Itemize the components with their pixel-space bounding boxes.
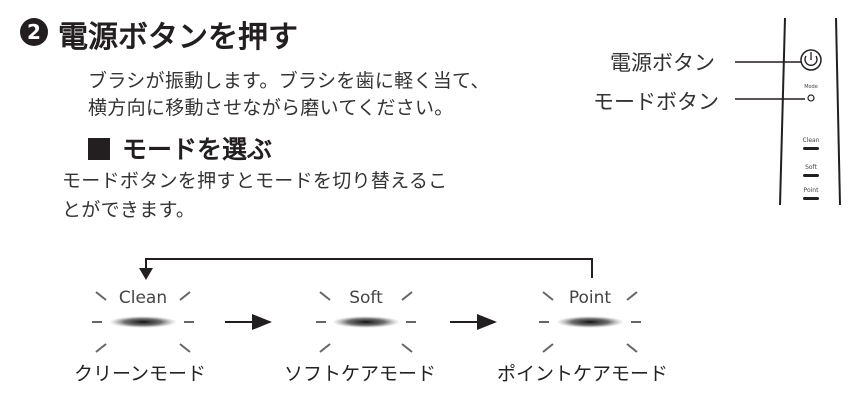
power-button-callout: 電源ボタン (610, 51, 715, 75)
point-small-label: Point (804, 187, 820, 194)
point-mode-name: ポイントケアモード (497, 363, 669, 385)
step-title: 電源ボタンを押す (58, 20, 298, 55)
clean-mode-name: クリーンモード (74, 363, 207, 385)
point-led-label: Point (569, 288, 612, 308)
clean-small-label: Clean (802, 137, 819, 144)
cycle-return-line (145, 258, 593, 278)
mode-button-callout: モードボタン (593, 90, 719, 114)
soft-led-group (316, 291, 416, 353)
mode-body-line-1: モードボタンを押すとモードを切り替えるこ (62, 170, 448, 192)
soft-led-label: Soft (349, 288, 383, 308)
point-led-glow (556, 316, 624, 328)
mode-button-icon (807, 94, 815, 102)
handle-left-edge (779, 17, 786, 206)
mode-section-heading: モードを選ぶ (88, 130, 272, 166)
soft-indicator-bar (803, 174, 819, 177)
soft-led-glow (332, 316, 400, 328)
cycle-return-arrowhead (139, 268, 153, 280)
point-indicator-bar (803, 197, 819, 200)
mode-body-line-2: とができます。 (62, 199, 196, 221)
clean-indicator-bar (803, 147, 819, 150)
step-number-badge: 2 (20, 18, 48, 46)
step-body-line-1: ブラシが振動します。ブラシを歯に軽く当て、 (88, 70, 490, 92)
handle-right-edge (835, 17, 841, 206)
mode-small-label: Mode (804, 84, 818, 90)
square-bullet-icon (88, 138, 110, 160)
clean-led-glow (109, 316, 177, 328)
clean-led-group (92, 291, 194, 353)
step-body-line-2: 横方向に移動させながら磨いてください。 (88, 97, 454, 119)
point-led-group (539, 291, 641, 353)
power-symbol-arc (804, 55, 818, 66)
clean-led-label: Clean (119, 288, 167, 308)
soft-small-label: Soft (805, 164, 817, 171)
soft-mode-name: ソフトケアモード (284, 363, 437, 385)
